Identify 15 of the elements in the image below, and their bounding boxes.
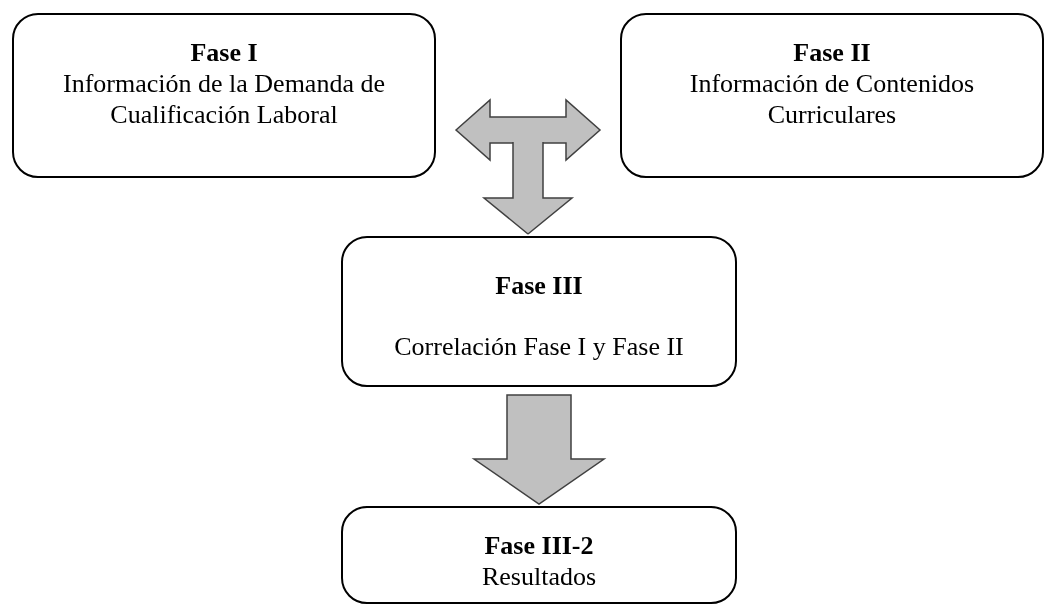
block-arrow xyxy=(471,394,607,505)
phase-description: Información de la Demanda de Cualificación Laboral xyxy=(62,68,386,130)
phase-description: Información de Contenidos Curriculares xyxy=(688,68,976,130)
phase-box xyxy=(341,506,737,604)
phase-box xyxy=(620,13,1044,178)
phase-title: Fase I xyxy=(189,37,259,68)
block-arrow xyxy=(481,141,575,235)
phase-box xyxy=(12,13,436,178)
phase-title: Fase II xyxy=(792,37,872,68)
phase-title: Fase III xyxy=(494,270,584,301)
phase-description: Resultados xyxy=(480,561,598,592)
phase-title: Fase III-2 xyxy=(483,530,595,561)
double-block-arrow xyxy=(454,98,602,162)
phase-description: Correlación Fase I y Fase II xyxy=(393,331,685,362)
phase-box xyxy=(341,236,737,387)
